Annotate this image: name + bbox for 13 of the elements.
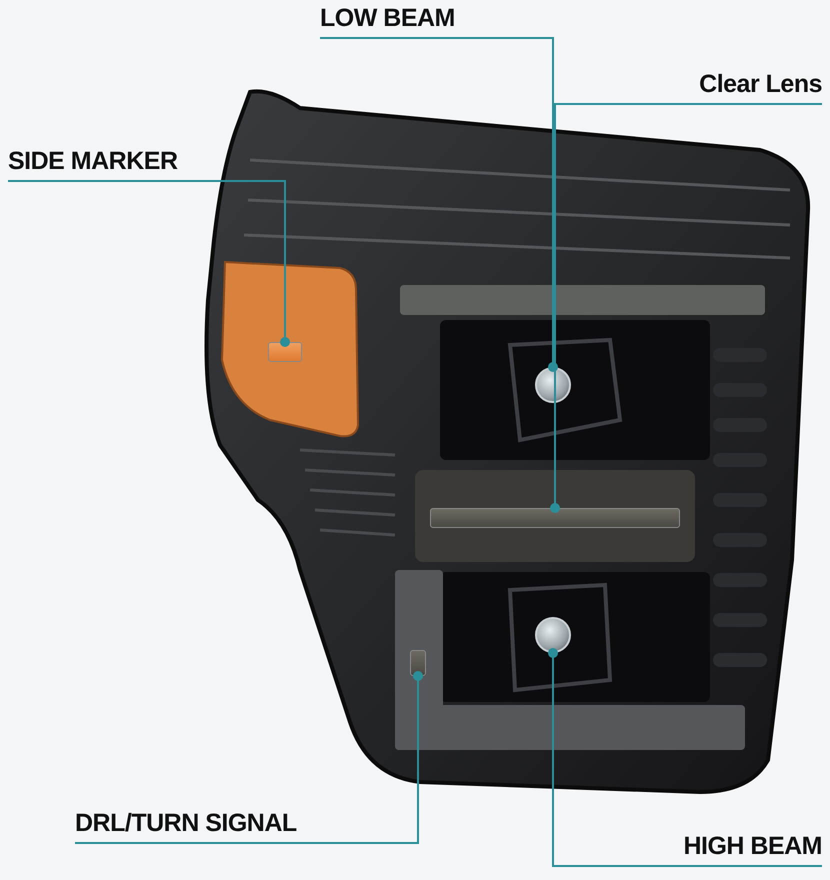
callout-label: Clear Lens (625, 70, 822, 104)
side-marker-reflector (268, 342, 302, 362)
light-strip (410, 650, 426, 676)
leader-line (75, 671, 423, 844)
leader-line (550, 103, 822, 513)
leader-line (320, 37, 558, 372)
callout-label: HIGH BEAM (553, 832, 822, 866)
light-strip (430, 508, 680, 528)
callout-label: LOW BEAM (320, 4, 553, 38)
callout-label: DRL/TURN SIGNAL (75, 809, 418, 843)
leader-line (8, 180, 290, 347)
leader-line (548, 648, 822, 867)
callout-label: SIDE MARKER (8, 147, 285, 181)
